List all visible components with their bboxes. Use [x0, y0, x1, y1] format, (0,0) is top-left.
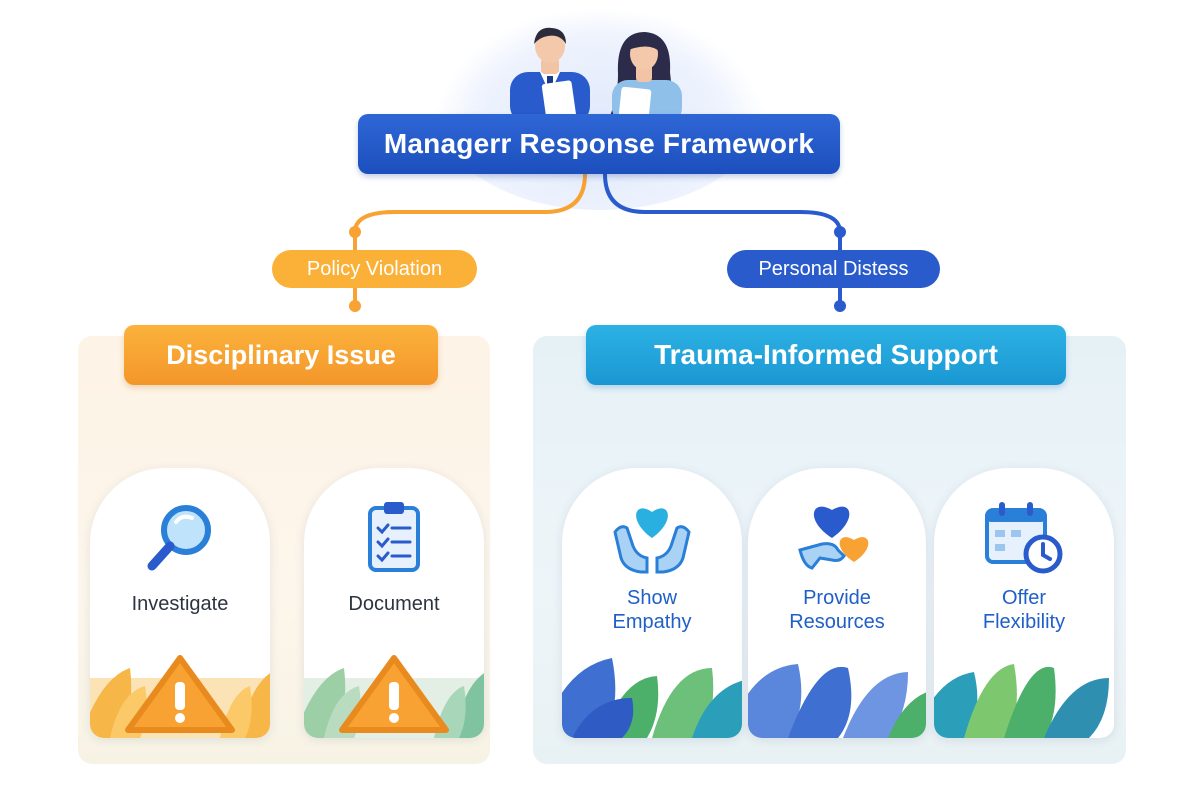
warning-triangle-icon: [90, 655, 270, 738]
step-card-document: Document: [304, 468, 484, 738]
step-label-show-empathy: Show Empathy: [612, 587, 692, 633]
framework-title-box: Managerr Response Framework: [358, 114, 840, 174]
foliage-decoration: [562, 658, 742, 738]
trigger-policy-violation: Policy Violation: [272, 250, 477, 288]
warning-triangle-icon: [304, 655, 484, 738]
step-label-investigate: Investigate: [131, 593, 229, 615]
clipboard-checklist-icon: [368, 502, 420, 572]
foliage-decoration: [748, 664, 926, 738]
magnifier-icon: [147, 505, 211, 571]
hand-hearts-icon: [798, 506, 869, 570]
step-label-document: Document: [348, 593, 440, 615]
step-label-offer-flexibility: Offer Flexibility: [982, 587, 1066, 633]
step-label-provide-resources: Provide Resources: [789, 587, 885, 633]
calendar-clock-icon: [985, 502, 1063, 574]
managers-illustration: [510, 27, 682, 120]
category-disciplinary-issue: Disciplinary Issue: [124, 325, 438, 385]
step-card-show-empathy: Show Empathy: [562, 468, 742, 738]
step-card-provide-resources: Provide Resources: [748, 468, 926, 738]
category-trauma-informed-support: Trauma-Informed Support: [586, 325, 1066, 385]
framework-title: Managerr Response Framework: [383, 128, 815, 159]
foliage-decoration: [934, 664, 1109, 738]
step-card-offer-flexibility: Offer Flexibility: [934, 468, 1114, 738]
hands-heart-icon: [613, 508, 691, 574]
trigger-personal-distress: Personal Distess: [727, 250, 940, 288]
step-card-investigate: Investigate: [90, 468, 270, 738]
